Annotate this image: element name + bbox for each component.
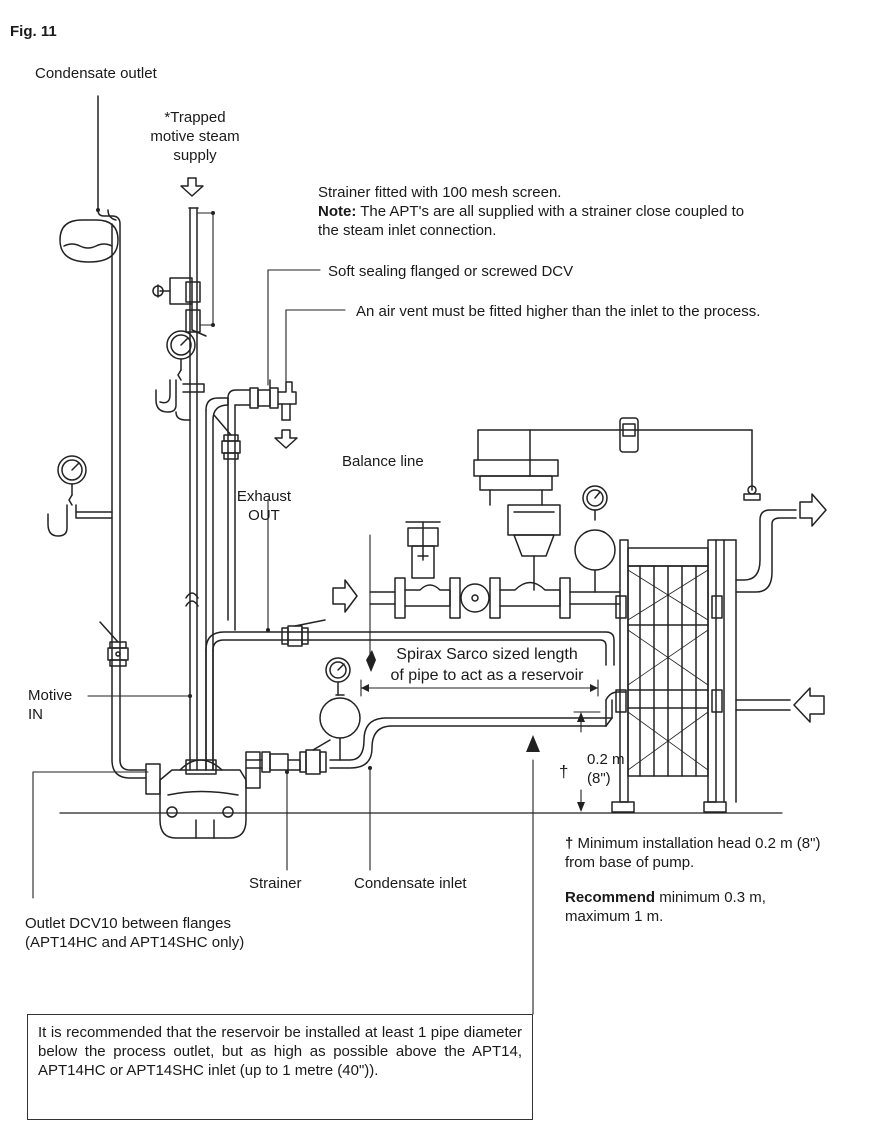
controller-icon — [477, 417, 753, 491]
height-dimension-label: 0.2 m (8") — [587, 750, 625, 788]
trapped-steam-line1: *Trapped — [164, 109, 226, 126]
balance-ball-valve-icon — [281, 619, 326, 647]
strainer-note-line1: Strainer fitted with 100 mesh screen. — [318, 184, 562, 201]
steam-stop-valve-icon — [152, 277, 207, 337]
min-head-dagger: † — [565, 835, 574, 852]
process-outlet-pipe — [735, 493, 827, 593]
reservoir-note-box: It is recommended that the reservoir be … — [27, 1014, 533, 1120]
hx-pressure-gauge-icon — [574, 485, 616, 593]
control-valve-actuator-icon — [473, 429, 561, 591]
strainer-label: Strainer — [249, 875, 302, 892]
process-inlet-pipe — [735, 687, 825, 723]
inlet-pressure-gauge-icon — [319, 657, 361, 761]
steam-in-arrow-icon — [332, 579, 358, 613]
steam-supply-pipe — [369, 577, 621, 619]
reservoir-pipe — [329, 691, 627, 769]
recommend-line2: maximum 1 m. — [565, 908, 664, 925]
globe-valve-icon — [405, 521, 441, 579]
dagger-mark: † — [559, 762, 569, 781]
strainer-note-line3: the steam inlet connection. — [318, 222, 497, 239]
motive-line1: Motive — [28, 687, 73, 704]
min-head-note: † Minimum installation head 0.2 m (8") f… — [565, 834, 820, 872]
figure-label: Fig. 11 — [10, 23, 57, 40]
outlet-dcv-line1: Outlet DCV10 between flanges — [25, 915, 231, 932]
recommend-prefix: Recommend — [565, 889, 656, 906]
pump-body-icon — [145, 751, 261, 839]
motive-line2: IN — [28, 706, 43, 723]
motive-in-label: Motive IN — [28, 686, 72, 724]
outlet-dcv-line2: (APT14HC and APT14SHC only) — [25, 934, 245, 951]
note-line2: The APT's are all supplied with a strain… — [360, 203, 745, 220]
height-in: (8") — [587, 770, 611, 787]
exhaust-line1: Exhaust — [236, 488, 292, 505]
note-prefix: Note: — [318, 203, 357, 220]
pressure-gauge-icon — [155, 330, 205, 421]
trapped-steam-label: *Trapped motive steam supply — [140, 108, 250, 165]
condensate-outlet-pipe — [97, 95, 147, 779]
pressure-gauge-icon — [47, 455, 113, 537]
arrowheads — [96, 208, 598, 812]
condensate-inlet-label: Condensate inlet — [354, 875, 467, 892]
exhaust-line2: OUT — [248, 507, 280, 524]
min-head-line2: from base of pump. — [565, 854, 695, 871]
reservoir-note-text: It is recommended that the reservoir be … — [38, 1024, 522, 1079]
inlet-strainer-icon — [245, 739, 331, 775]
exhaust-pipe — [205, 397, 241, 771]
trapped-steam-line3: supply — [173, 147, 217, 164]
height-m: 0.2 m — [587, 751, 625, 768]
ball-valve-icon — [99, 621, 129, 667]
condensate-outlet-label: Condensate outlet — [35, 65, 157, 82]
balance-line-pipe — [205, 631, 615, 771]
leader-lines — [32, 212, 601, 1015]
reservoir-line2: of pipe to act as a reservoir — [390, 667, 584, 684]
temperature-sensor-icon — [743, 485, 761, 501]
recommend-note: Recommend minimum 0.3 m, maximum 1 m. — [565, 888, 766, 926]
soft-sealing-label: Soft sealing flanged or screwed DCV — [328, 263, 574, 280]
exhaust-label: Exhaust OUT — [232, 487, 296, 525]
trapped-steam-line2: motive steam — [150, 128, 240, 145]
receiver-vessel-icon — [59, 219, 119, 263]
min-head-line1: Minimum installation head 0.2 m (8") — [577, 835, 821, 852]
plate-heat-exchanger-icon — [611, 539, 737, 813]
reservoir-line1: Spirax Sarco sized length — [396, 646, 578, 663]
steam-inlet-arrow-icon — [180, 177, 204, 197]
air-vent-label: An air vent must be fitted higher than t… — [356, 303, 761, 320]
strainer-note-line2: Note: The APT's are all supplied with a … — [318, 202, 744, 221]
balance-line-label: Balance line — [342, 453, 424, 470]
vent-down-arrow-icon — [274, 429, 298, 449]
outlet-dcv-label: Outlet DCV10 between flanges (APT14HC an… — [25, 914, 244, 952]
recommend-line1: minimum 0.3 m, — [659, 889, 766, 906]
dcv-assembly-icon — [227, 379, 297, 421]
reservoir-label: Spirax Sarco sized length of pipe to act… — [352, 644, 622, 686]
